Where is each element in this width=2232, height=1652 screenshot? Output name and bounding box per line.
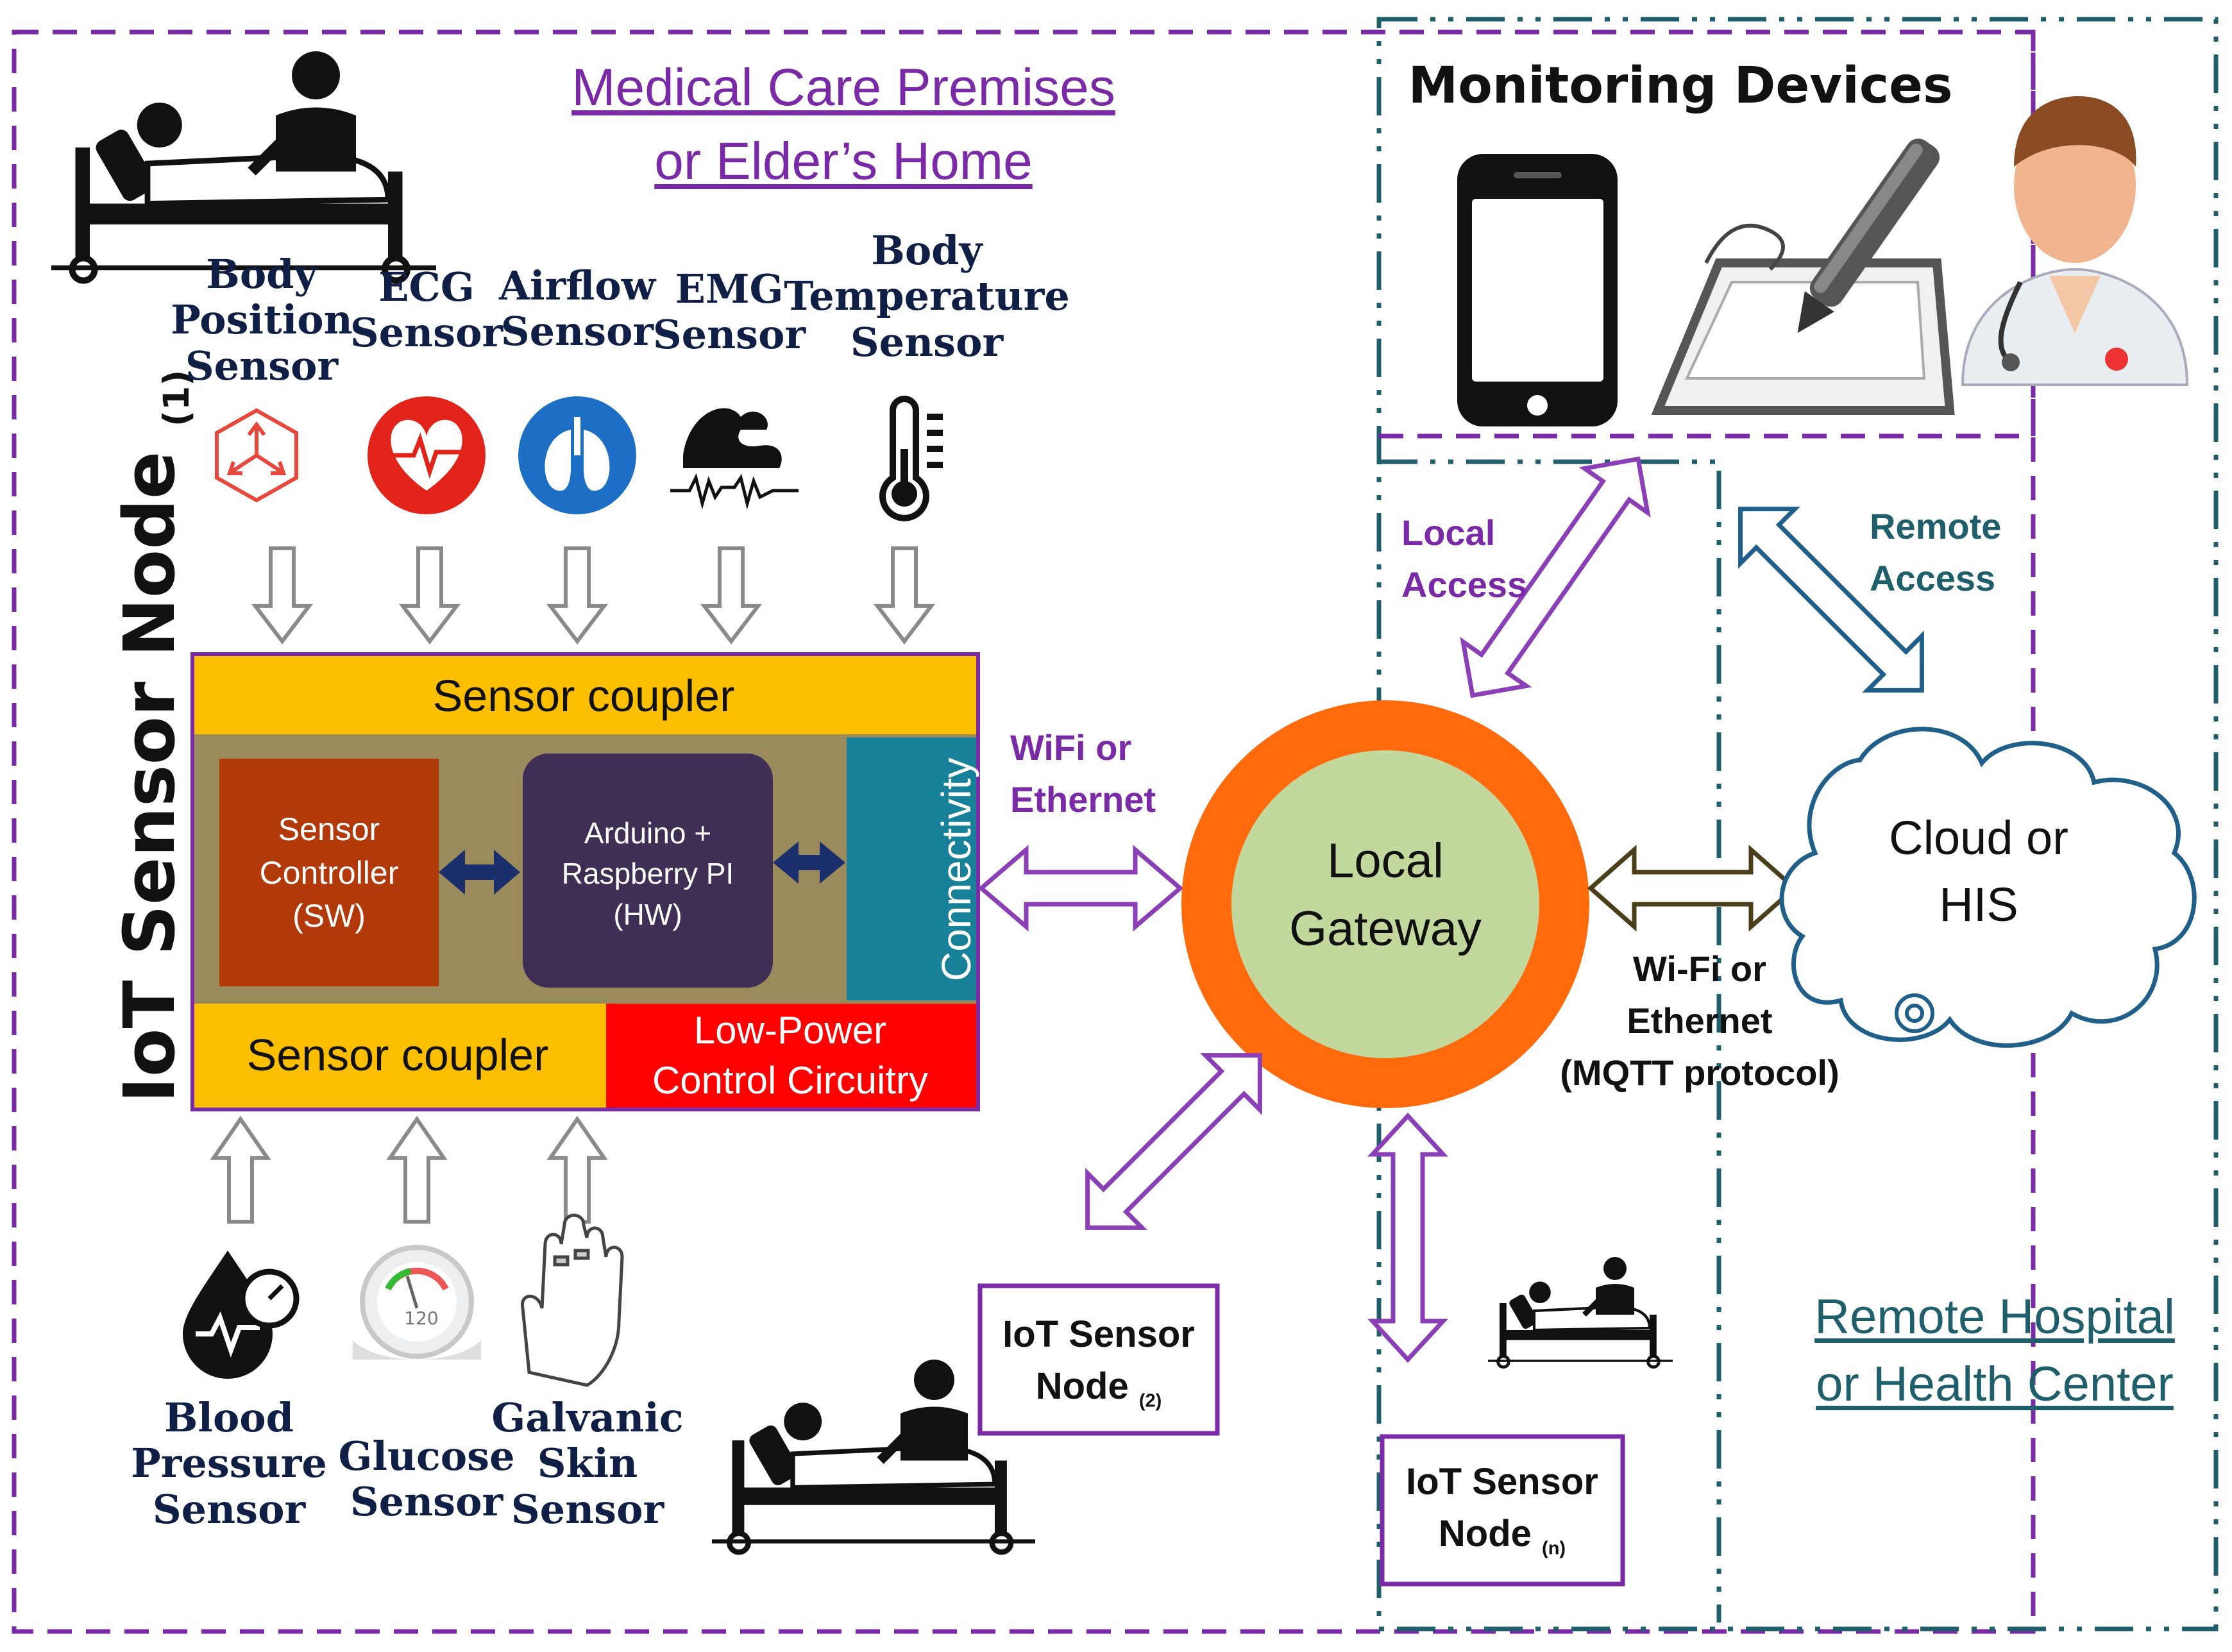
hospital-title: Remote Hospital — [1814, 1290, 2175, 1344]
hospital-region-inner-border — [1379, 459, 1721, 1622]
down-arrow-3 — [546, 546, 609, 645]
down-arrow-4 — [700, 546, 763, 645]
tablet-pen-icon — [1651, 139, 1955, 415]
down-arrow-5 — [873, 546, 936, 645]
sensor-input-arrows-top — [251, 546, 936, 645]
patient-bed-icon-node2 — [712, 1360, 1035, 1555]
heart-ecg-icon — [368, 396, 486, 514]
blood-pressure-icon — [183, 1251, 300, 1379]
down-arrow-1 — [251, 546, 314, 645]
controller-arduino-arrow — [439, 850, 520, 895]
thermometer-icon — [879, 396, 943, 521]
glucose-reading: 120 — [404, 1308, 439, 1329]
low-power-block — [606, 1004, 978, 1109]
coupler-bottom-label: Sensor coupler — [246, 1030, 549, 1080]
monitoring-title: Monitoring Devices — [1408, 57, 1953, 115]
coupler-top-label: Sensor coupler — [432, 671, 735, 721]
axes-icon — [215, 408, 298, 503]
patient-bed-icon-noden — [1488, 1257, 1673, 1369]
premises-title: Medical Care Premises — [571, 58, 1115, 117]
hospital-title-line2: or Health Center — [1816, 1357, 2174, 1412]
controller-block — [219, 759, 439, 986]
cloud-shape — [1779, 727, 2197, 1048]
local-access-arrow — [1460, 456, 1651, 698]
sensor-input-arrows-bottom — [210, 1115, 608, 1224]
muscle-icon — [670, 408, 799, 510]
arduino-block — [523, 754, 773, 988]
coupler-top-block — [192, 654, 978, 734]
cloud-tail-ring — [1895, 993, 1934, 1033]
remote-access-arrow — [1738, 507, 1924, 693]
lungs-icon — [518, 396, 636, 514]
connectivity-label: Connectivity — [933, 757, 979, 981]
hand-icon — [521, 1213, 624, 1387]
node-outline — [190, 652, 980, 1111]
mqtt-link-arrow — [1587, 845, 1798, 932]
patient-bed-icon — [51, 51, 436, 284]
noden-link-arrow — [1367, 1112, 1448, 1363]
glucose-meter-icon — [353, 1245, 481, 1360]
gateway-core — [1231, 750, 1539, 1058]
hospital-region-border — [1376, 17, 2219, 1631]
node-title: IoT Sensor Node (1) — [108, 369, 197, 1103]
wifi-link-arrow — [977, 845, 1184, 932]
connectivity-block — [847, 738, 978, 1000]
noden-box — [1380, 1434, 1625, 1587]
arduino-connectivity-arrow — [773, 841, 845, 884]
up-arrow-2 — [386, 1115, 448, 1224]
node2-link-arrow — [1085, 1053, 1262, 1230]
arduino-label: Arduino +Raspberry PI(HW) — [561, 816, 734, 931]
coupler-bottom-block — [192, 1004, 606, 1109]
smartphone-icon — [1457, 154, 1618, 426]
down-arrow-2 — [398, 546, 461, 645]
doctor-icon — [1961, 96, 2189, 386]
premises-title-line2: or Elder’s Home — [654, 132, 1033, 190]
cloud-tail-dot — [1905, 1004, 1924, 1023]
up-arrow-3 — [546, 1115, 608, 1224]
node2-box — [977, 1283, 1220, 1436]
up-arrow-1 — [210, 1115, 271, 1224]
